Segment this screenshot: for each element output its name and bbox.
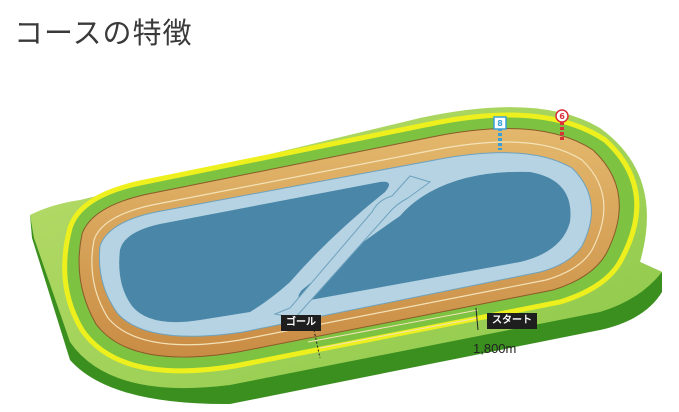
start-label: スタート bbox=[487, 313, 537, 329]
inner-water-right bbox=[298, 171, 571, 301]
distance-label: 1,800m bbox=[473, 341, 517, 356]
home-stretch-line bbox=[307, 309, 479, 343]
goal-label: ゴール bbox=[281, 315, 321, 331]
furlong-marker-6 bbox=[555, 109, 569, 142]
inner-water-left bbox=[119, 181, 389, 323]
furlong-marker-6-label: 6 bbox=[559, 112, 565, 121]
page-title: コースの特徴 bbox=[14, 16, 193, 50]
inner-track-line bbox=[91, 141, 605, 346]
platform-side bbox=[30, 215, 662, 405]
furlong-marker-8-label: 8 bbox=[497, 119, 503, 128]
start-line bbox=[475, 307, 479, 331]
outer-rail bbox=[62, 112, 640, 374]
furlong-marker-8 bbox=[493, 116, 507, 150]
home-stretch-line-2 bbox=[319, 317, 479, 349]
goal-line bbox=[313, 329, 321, 359]
